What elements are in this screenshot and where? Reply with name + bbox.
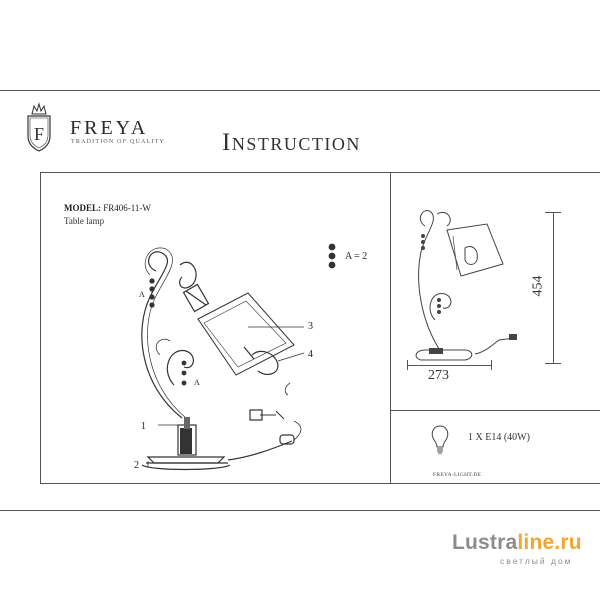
dimension-tick-bottom: [545, 363, 561, 364]
watermark-logo: Lustraline.ru: [452, 531, 582, 555]
callout-3: 3: [308, 321, 313, 332]
model-label: MODEL:: [64, 203, 101, 213]
page-title: Instruction: [222, 129, 361, 156]
assembly-diagram: [141, 247, 305, 471]
bottom-rule: [0, 510, 600, 511]
product-type: Table lamp: [64, 216, 105, 226]
dimension-tick-left: [407, 360, 408, 370]
logo-letter: F: [34, 124, 44, 144]
panel-bottom-border: [40, 483, 600, 484]
dimension-tick-top: [545, 212, 561, 213]
website: FREYA-LIGHT.DE: [433, 472, 482, 478]
model-value: FR406-11-W: [103, 203, 151, 213]
callout-1: 1: [141, 421, 146, 432]
right-panel-divider: [390, 410, 600, 411]
watermark-part2: line.ru: [517, 531, 582, 554]
panel-divider: [390, 172, 391, 484]
label-a-top: A: [139, 290, 145, 299]
bulb-icon: [431, 425, 449, 454]
watermark-part1: Lustra: [452, 531, 518, 554]
brand-name: FREYA: [70, 117, 149, 139]
freya-crest-logo: F: [27, 102, 51, 152]
product-drawing: [415, 210, 517, 361]
model-line: MODEL: FR406-11-W: [64, 203, 151, 213]
panel-left-border: [40, 172, 41, 484]
brand-tagline: TRADITION OF QUALITY: [71, 139, 165, 145]
dimension-line-width: [407, 365, 492, 366]
label-a-bottom: A: [194, 378, 200, 387]
dimension-line-height: [553, 212, 554, 364]
dimension-height: 454: [530, 275, 546, 297]
crystal-legend-icon: [328, 243, 336, 269]
watermark-sub: светлый дом: [500, 556, 573, 566]
bulb-spec: 1 X E14 (40W): [468, 432, 530, 443]
dimension-width: 273: [428, 368, 449, 383]
section-rule: [40, 172, 600, 173]
callout-4: 4: [308, 349, 313, 360]
legend-a: A = 2: [345, 251, 368, 262]
callout-2: 2: [134, 460, 139, 471]
dimension-tick-right: [491, 360, 492, 370]
top-rule: [0, 90, 600, 91]
